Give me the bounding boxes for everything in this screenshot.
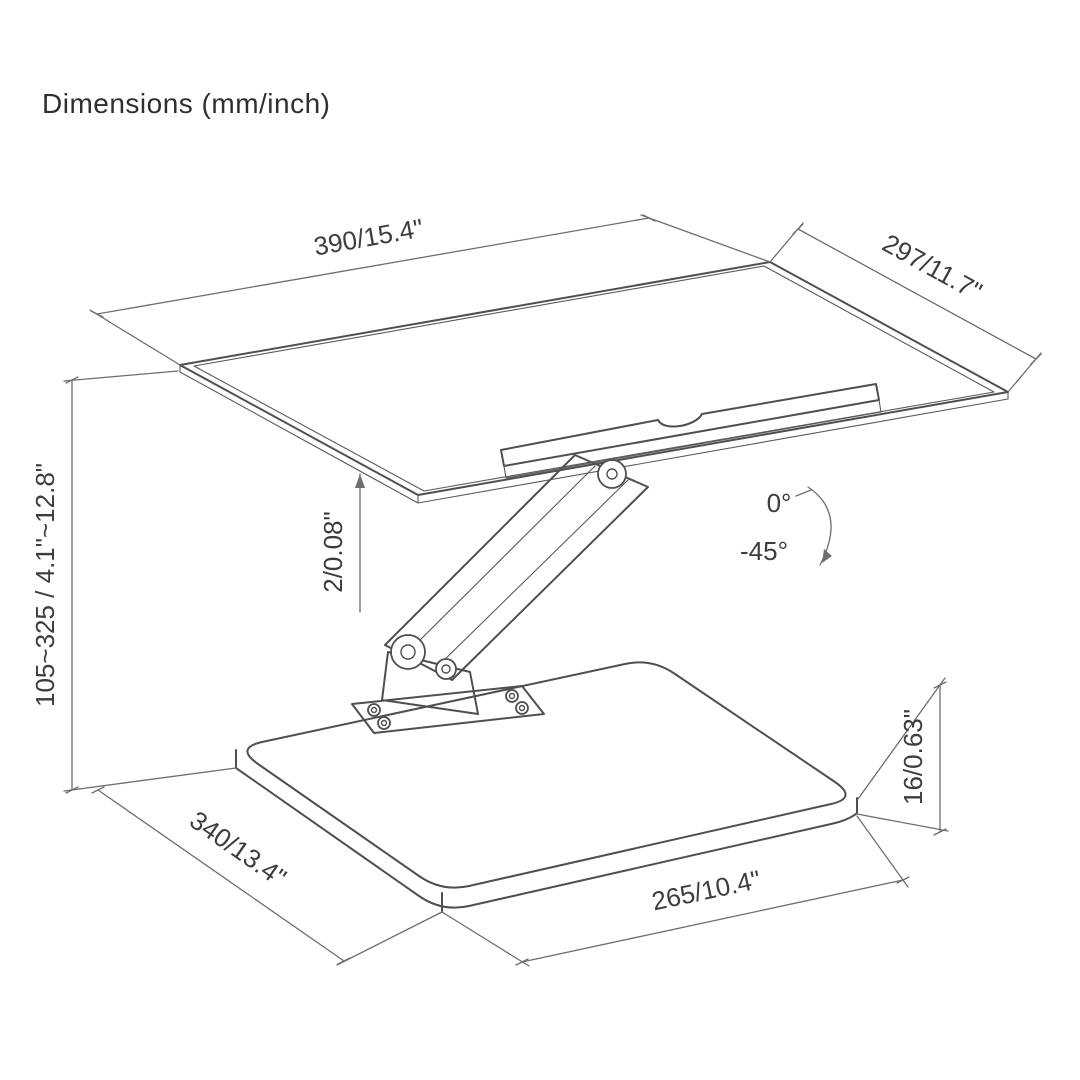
elbow-hinge-secondary-center [441,664,451,674]
tick-mark [515,876,910,966]
dim-tray-width-label: 390/15.4" [311,213,425,262]
dim-base-depth-label: 340/13.4" [184,805,292,893]
extension-line [336,911,443,966]
dim-tray-depth-label: 297/11.7" [878,228,987,307]
dimension-line [97,789,345,962]
dimension-line [521,879,904,963]
mount-screw-center [370,706,378,714]
dim-base-thickness: 16/0.63" [856,677,949,836]
dim-base-width-label: 265/10.4" [649,864,763,916]
tick-mark [91,786,351,965]
dim-tray-thickness: 2/0.08" [318,473,365,613]
mount-screw-center [518,704,526,712]
extension-line [63,767,237,792]
base-side-thickness [235,749,858,913]
tray-inner-outline [193,265,995,492]
dimension-line [797,228,1037,360]
angle-arc-arrow-icon [822,549,832,563]
dim-tilt-angle: 0° -45° [740,486,832,566]
dim-height-range-label: 105~325 / 4.1"~12.8" [30,463,60,707]
extension-line [856,815,909,888]
elbow-hinge-center [400,644,416,660]
extension-line [857,677,946,800]
crossbar-body [500,383,880,467]
upper-hinge [597,459,627,489]
arm-beam-detail [404,465,629,669]
tick-mark [933,681,947,836]
upper-hinge-center [606,468,618,480]
extension-line [63,370,179,382]
crossbar-thickness [503,399,882,479]
tray-crossbar [500,383,882,479]
elbow-hinge [390,634,426,670]
dim-base-thickness-label: 16/0.63" [898,709,928,805]
mount-screw [377,716,391,730]
support-arm [351,454,649,734]
mount-screw-center [508,692,516,700]
angle-reference-tick [795,489,812,497]
page-title: Dimensions (mm/inch) [42,88,331,119]
arm-mount-plate [351,685,545,734]
dim-tray-width: 390/15.4" [89,213,771,366]
tick-mark [792,223,1042,365]
extension-line [89,309,181,366]
mount-screw [367,703,381,717]
tray-thickness-edge [179,364,1009,504]
dim-tray-depth: 297/11.7" [769,222,1042,393]
tick-mark [65,376,79,794]
angle-start-label: 0° [767,488,792,518]
dim-tray-thickness-label: 2/0.08" [318,511,348,593]
dimension-annotations: 390/15.4" 297/11.7" 105~325 / 4.1"~12.8" [30,213,1042,967]
base-plate [235,661,858,913]
mount-screw [515,701,529,715]
base-top-face [246,661,847,889]
elbow-hinge-secondary [435,658,457,680]
tick-mark [90,214,656,318]
mount-screw-center [380,719,388,727]
extension-line [640,214,771,263]
dim-height-range: 105~325 / 4.1"~12.8" [30,370,237,794]
mount-screw [505,689,519,703]
tray-top-face [179,261,1009,496]
extension-line [441,911,530,967]
extension-line [856,813,949,832]
angle-end-label: -45° [740,536,788,566]
dimension-line [96,217,650,315]
arrowhead-icon [355,474,365,488]
